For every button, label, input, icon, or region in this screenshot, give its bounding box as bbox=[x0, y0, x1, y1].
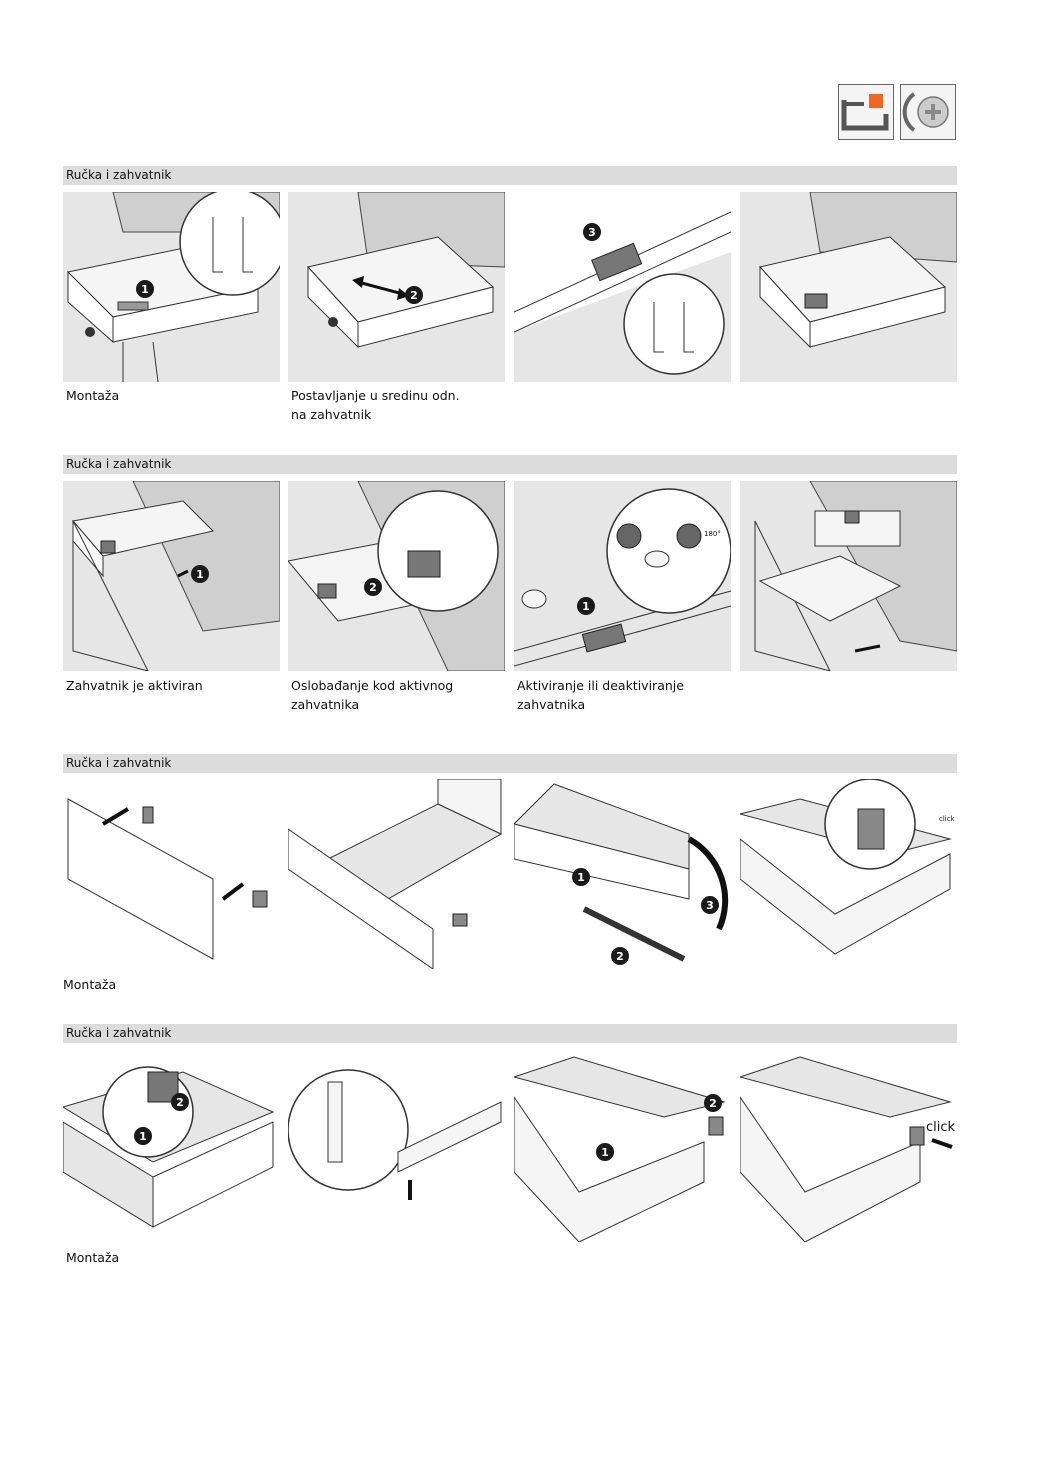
illustration-catch-rotate: 3 bbox=[514, 192, 731, 382]
illustration-drawer-mount: 1 bbox=[63, 192, 280, 382]
caption-catch-toggle: Aktiviranje ili deaktiviranje zahvatnika bbox=[517, 678, 684, 712]
illustration-lateral-adjust: 2 1 bbox=[63, 1052, 280, 1242]
caption-catch-activated: Zahvatnik je aktiviran bbox=[66, 678, 203, 693]
caption-mount-4: Montaža bbox=[66, 1250, 120, 1265]
section-title-1: Ručka i zahvatnik bbox=[63, 166, 957, 185]
section-title-3: Ručka i zahvatnik bbox=[63, 754, 957, 773]
step-number: 1 bbox=[139, 1130, 147, 1143]
step-number: 1 bbox=[601, 1146, 609, 1159]
step-number: 2 bbox=[616, 950, 624, 963]
illustration-glass-rail-click: click bbox=[740, 1052, 957, 1242]
caption-mount-1: Montaža bbox=[66, 388, 120, 403]
step-number: 1 bbox=[577, 871, 585, 884]
illustration-glass-insert bbox=[288, 1052, 505, 1242]
click-label-large: click bbox=[926, 1120, 956, 1135]
illustration-catch-toggle: 1 180° bbox=[514, 481, 731, 671]
step-number: 2 bbox=[410, 289, 418, 302]
caption-center: Postavljanje u sredinu odn. na zahvatnik bbox=[291, 388, 460, 422]
step-number: 1 bbox=[196, 568, 204, 581]
screw-rotate-icon bbox=[900, 84, 956, 140]
illustration-drawer-front-attach bbox=[288, 779, 505, 969]
step-number: 2 bbox=[709, 1097, 717, 1110]
angle-label: 180° bbox=[704, 530, 721, 538]
click-label-small: click bbox=[939, 815, 956, 823]
drawer-orange-icon bbox=[838, 84, 894, 140]
step-number: 3 bbox=[706, 899, 714, 912]
illustration-catch-release: 2 bbox=[288, 481, 505, 671]
step-number: 1 bbox=[141, 283, 149, 296]
step-badge bbox=[136, 280, 154, 298]
caption-mount-3: Montaža bbox=[63, 977, 117, 992]
illustration-glass-rail-mount: 1 2 bbox=[514, 1052, 731, 1242]
illustration-rail-click: click bbox=[740, 779, 957, 969]
section-title-2: Ručka i zahvatnik bbox=[63, 455, 957, 474]
step-number: 1 bbox=[582, 600, 590, 613]
illustration-drawer-handle bbox=[740, 192, 957, 382]
illustration-drawer-center: 2 bbox=[288, 192, 505, 382]
illustration-drawer-open bbox=[740, 481, 957, 671]
step-number: 2 bbox=[369, 581, 377, 594]
illustration-catch-activated: 1 bbox=[63, 481, 280, 671]
step-number: 3 bbox=[588, 226, 596, 239]
illustration-rail-insert: 1 2 3 bbox=[514, 779, 731, 969]
section-title-4: Ručka i zahvatnik bbox=[63, 1024, 957, 1043]
caption-catch-release: Oslobađanje kod aktivnog zahvatnika bbox=[291, 678, 454, 712]
step-number: 2 bbox=[176, 1096, 184, 1109]
illustration-front-fittings bbox=[63, 779, 280, 969]
